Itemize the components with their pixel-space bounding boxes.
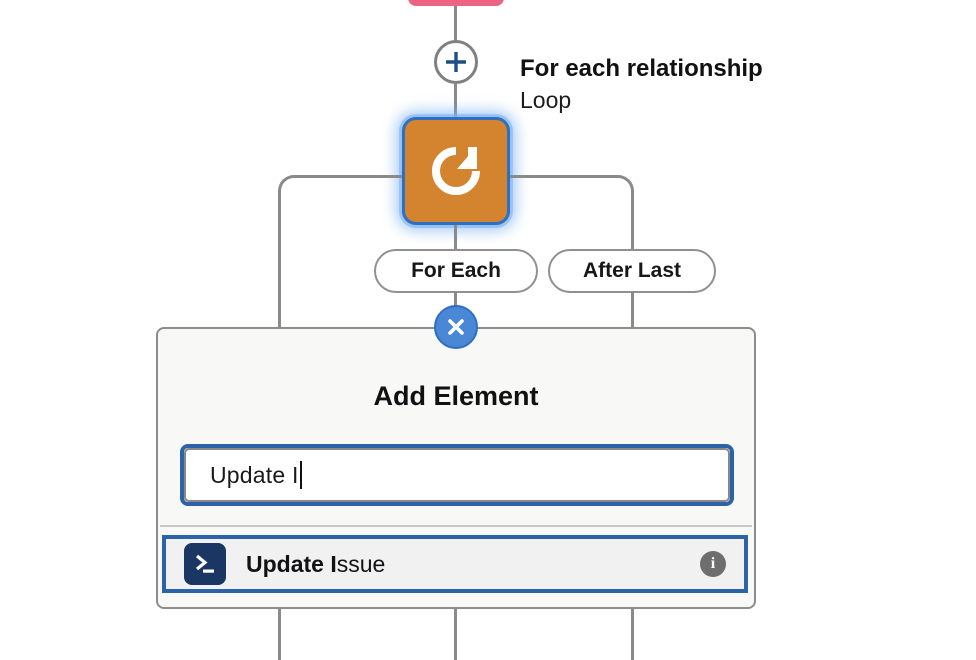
connector-afterlast-down — [631, 292, 634, 330]
suggestion-item-label: Update Issue — [246, 551, 385, 578]
info-icon[interactable]: i — [700, 551, 726, 577]
connector-plus-loop — [454, 84, 457, 119]
loop-node-title: For each relationship — [520, 55, 763, 82]
suggestion-match-text: Update I — [246, 550, 337, 577]
search-input-value: Update I — [210, 461, 299, 488]
connector-corner-left — [278, 175, 296, 193]
dialog-title: Add Element — [373, 381, 539, 411]
terminal-icon — [184, 543, 226, 585]
loop-refresh-icon — [424, 139, 488, 203]
close-x-icon — [445, 316, 467, 338]
loop-node[interactable] — [402, 117, 510, 225]
connector-left-rail — [278, 190, 281, 330]
upstream-node[interactable] — [408, 0, 504, 6]
connector-right-h — [510, 175, 617, 178]
suggestion-rest-text: ssue — [336, 550, 386, 577]
search-field-wrapper[interactable]: Update I — [180, 444, 734, 506]
connector-corner-right — [616, 175, 634, 193]
branch-pill-for-each-label: For Each — [411, 259, 501, 282]
connector-right-bottom — [631, 609, 634, 660]
text-caret — [299, 461, 302, 489]
connector-left-h — [295, 175, 402, 178]
suggestion-item-update-issue[interactable]: Update Issue i — [162, 535, 748, 593]
plus-icon — [443, 49, 469, 75]
connector-center-bottom — [454, 609, 457, 660]
branch-pill-after-last-label: After Last — [582, 259, 682, 282]
connector-left-bottom — [278, 609, 281, 660]
search-input[interactable]: Update I — [184, 448, 730, 502]
connector-loop-foreach — [454, 225, 457, 251]
close-dialog-button[interactable] — [434, 305, 478, 349]
branch-pill-for-each[interactable]: For Each — [374, 249, 538, 293]
loop-node-caption: For each relationship Loop — [520, 56, 763, 113]
branch-pill-after-last[interactable]: After Last — [548, 249, 716, 293]
add-step-button[interactable] — [434, 40, 478, 84]
add-element-dialog: Add Element Update I Update Issue i — [156, 327, 756, 609]
connector-top — [454, 6, 457, 42]
suggestion-list-divider — [160, 525, 752, 527]
loop-node-subtitle: Loop — [520, 86, 572, 113]
